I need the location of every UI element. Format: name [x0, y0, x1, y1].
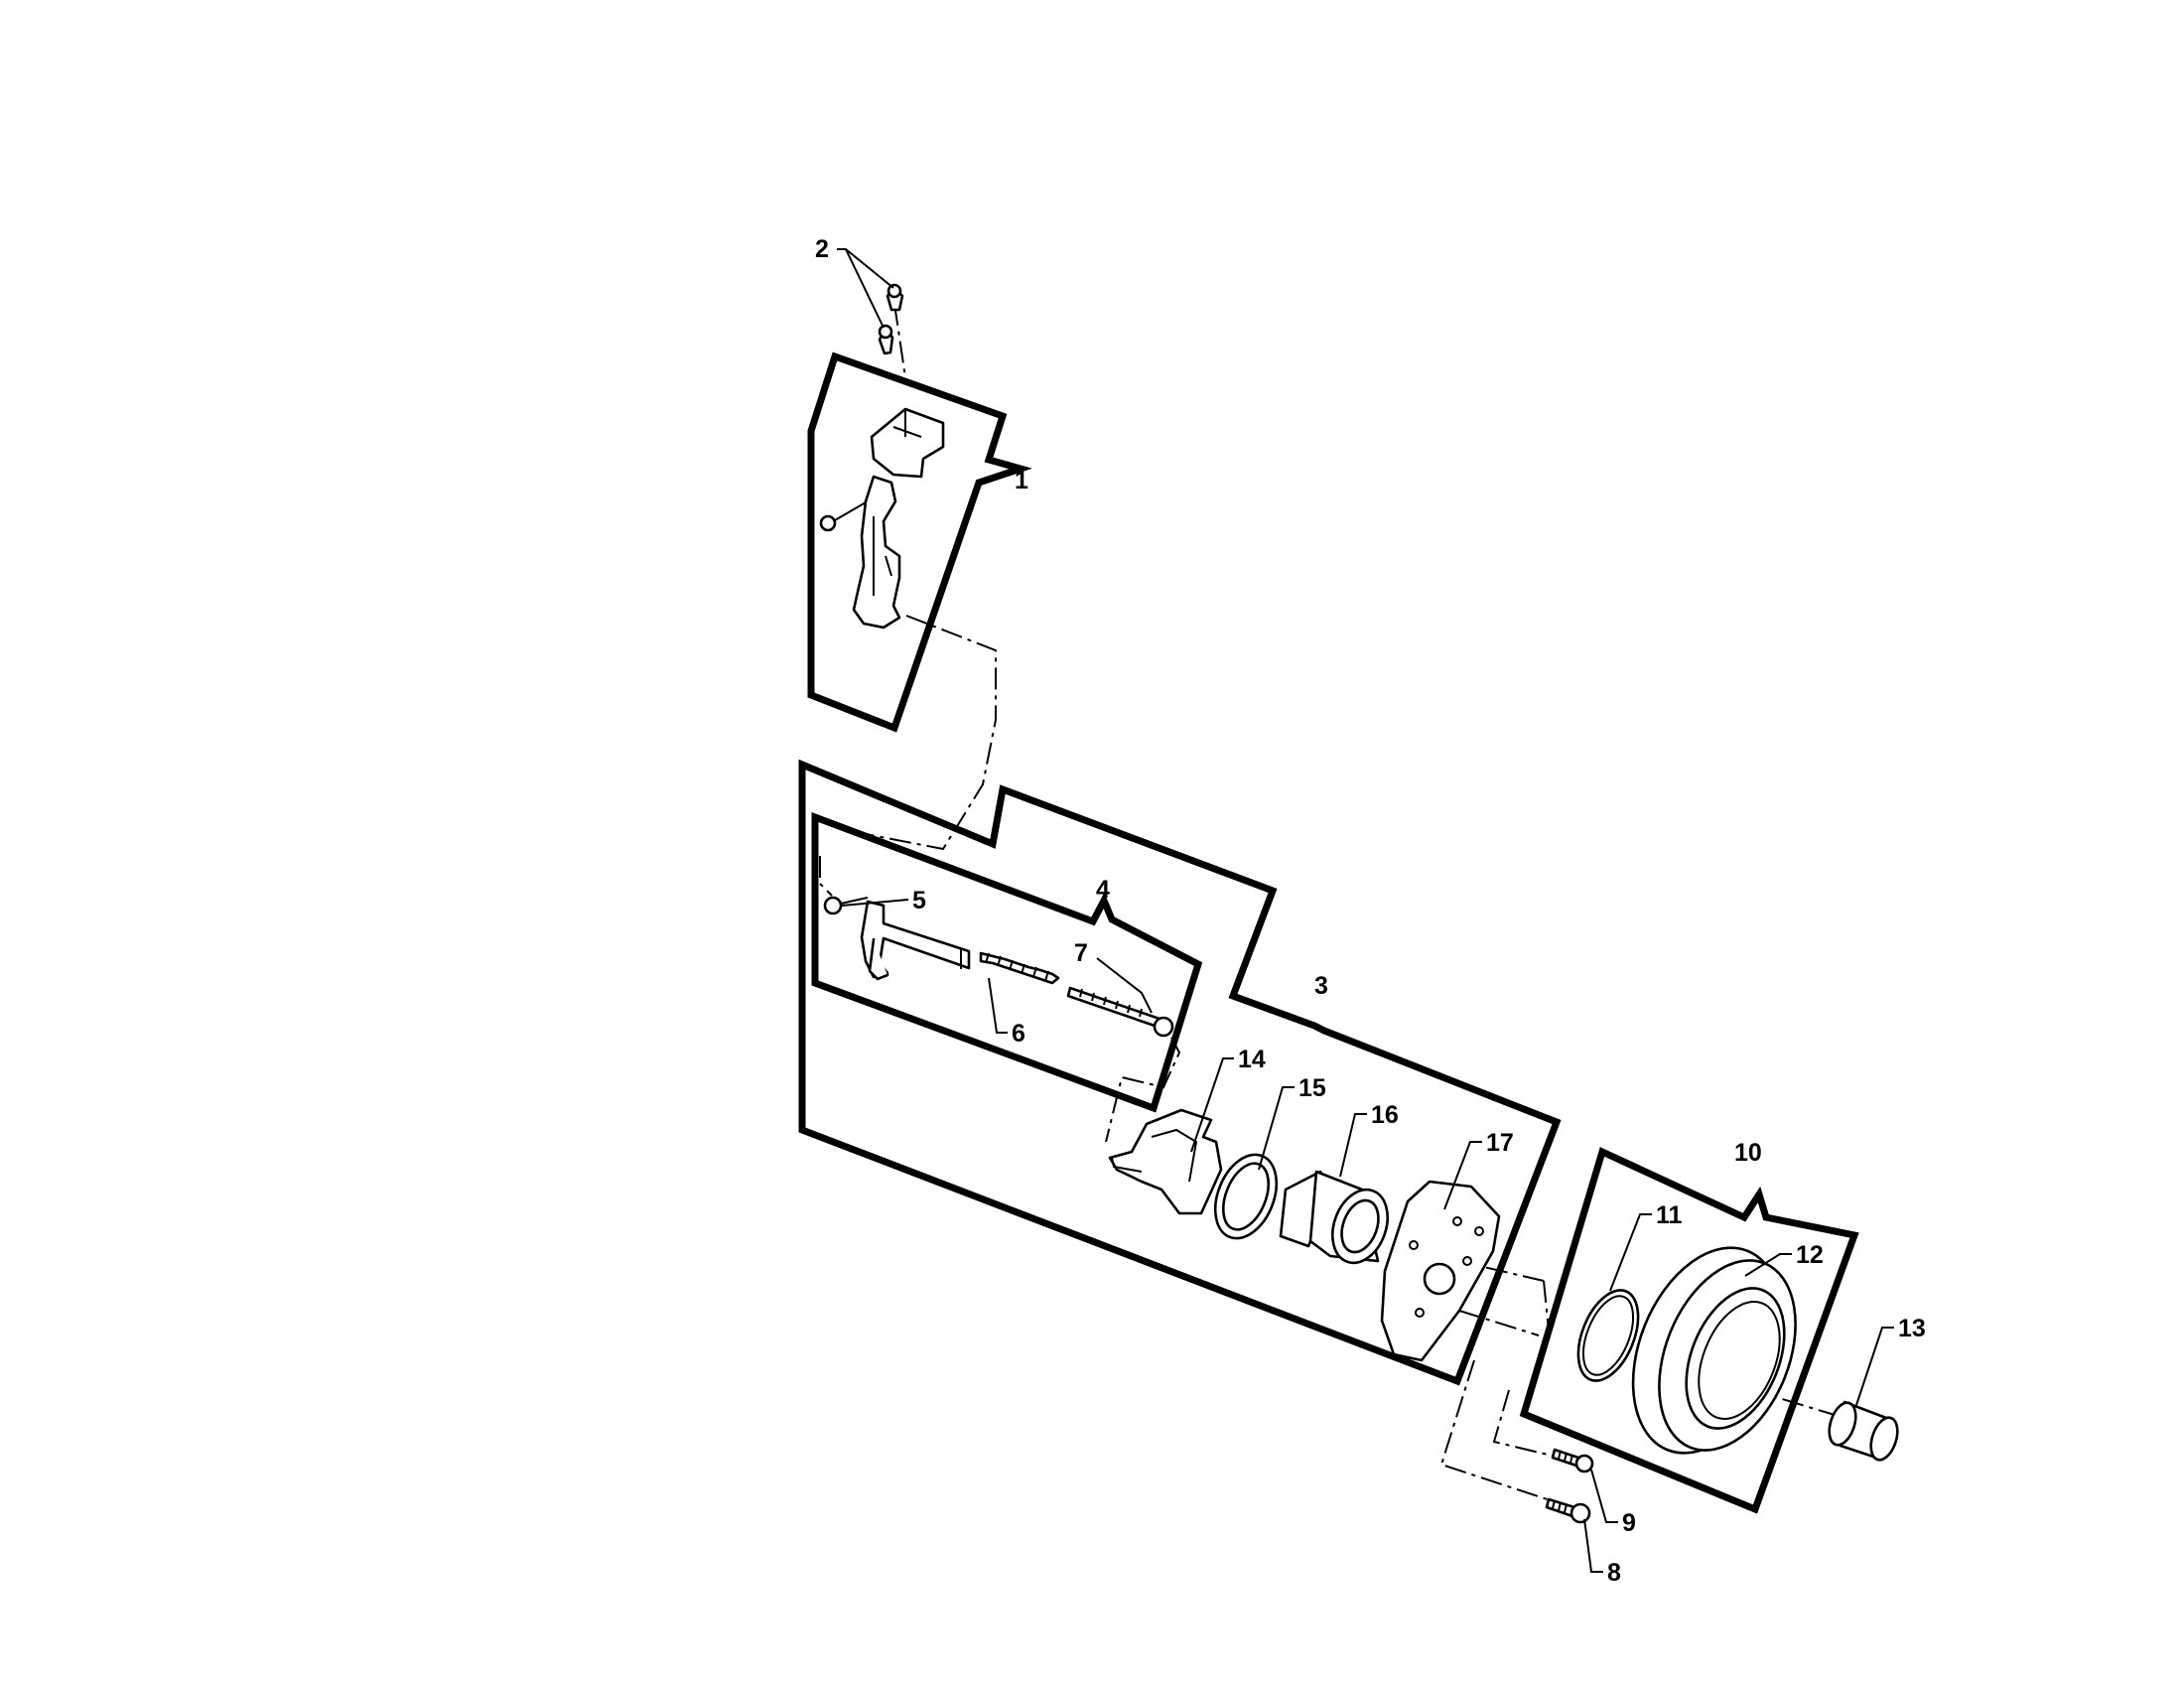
callout-6: 6 [1012, 1020, 1025, 1048]
callout-1: 1 [1015, 467, 1028, 494]
callout-3: 3 [1314, 972, 1328, 1000]
part-7-long-screw [1066, 986, 1174, 1038]
callout-leaders [837, 248, 1894, 1573]
part-6-spring [979, 951, 1060, 985]
callout-13: 13 [1898, 1315, 1926, 1342]
callout-9: 9 [1622, 1509, 1636, 1537]
callout-4: 4 [1096, 876, 1110, 904]
assembly-4-outline [811, 811, 1203, 1113]
callout-11: 11 [1656, 1201, 1683, 1229]
callout-8: 8 [1607, 1559, 1621, 1587]
part-15-ring [1213, 1153, 1279, 1240]
callout-5: 5 [912, 887, 926, 914]
part-16-sleeve [1279, 1170, 1389, 1265]
part-1-lever-bracket [819, 407, 945, 630]
assembly-3-outline [798, 759, 1562, 1386]
part-17-cover-plate [1380, 1180, 1501, 1362]
assembly-1-outline [807, 351, 1032, 733]
callout-17: 17 [1486, 1129, 1514, 1157]
assembly-centerlines [819, 303, 1836, 1507]
part-5-pin [823, 896, 869, 915]
callout-2: 2 [815, 235, 829, 263]
part-9-screw [1551, 1448, 1594, 1474]
part-13-bushing [1828, 1400, 1899, 1462]
assembly-10-outline [1519, 1147, 1859, 1514]
part-11-snap-ring [1576, 1289, 1640, 1382]
callout-14: 14 [1238, 1046, 1266, 1073]
part-8-screw [1545, 1497, 1591, 1524]
part-4-shift-fork [860, 900, 971, 981]
callout-16: 16 [1371, 1101, 1399, 1129]
part-14-bracket-housing [1108, 1108, 1223, 1215]
callout-15: 15 [1298, 1074, 1326, 1102]
callout-10: 10 [1734, 1139, 1762, 1167]
callout-7: 7 [1074, 939, 1088, 967]
part-12-bearing-collar [1631, 1246, 1797, 1455]
callout-12: 12 [1796, 1241, 1824, 1269]
callout-labels: 1 2 3 4 5 6 7 8 9 10 11 12 13 14 15 16 1… [815, 235, 1926, 1587]
part-2-screws [878, 283, 904, 355]
